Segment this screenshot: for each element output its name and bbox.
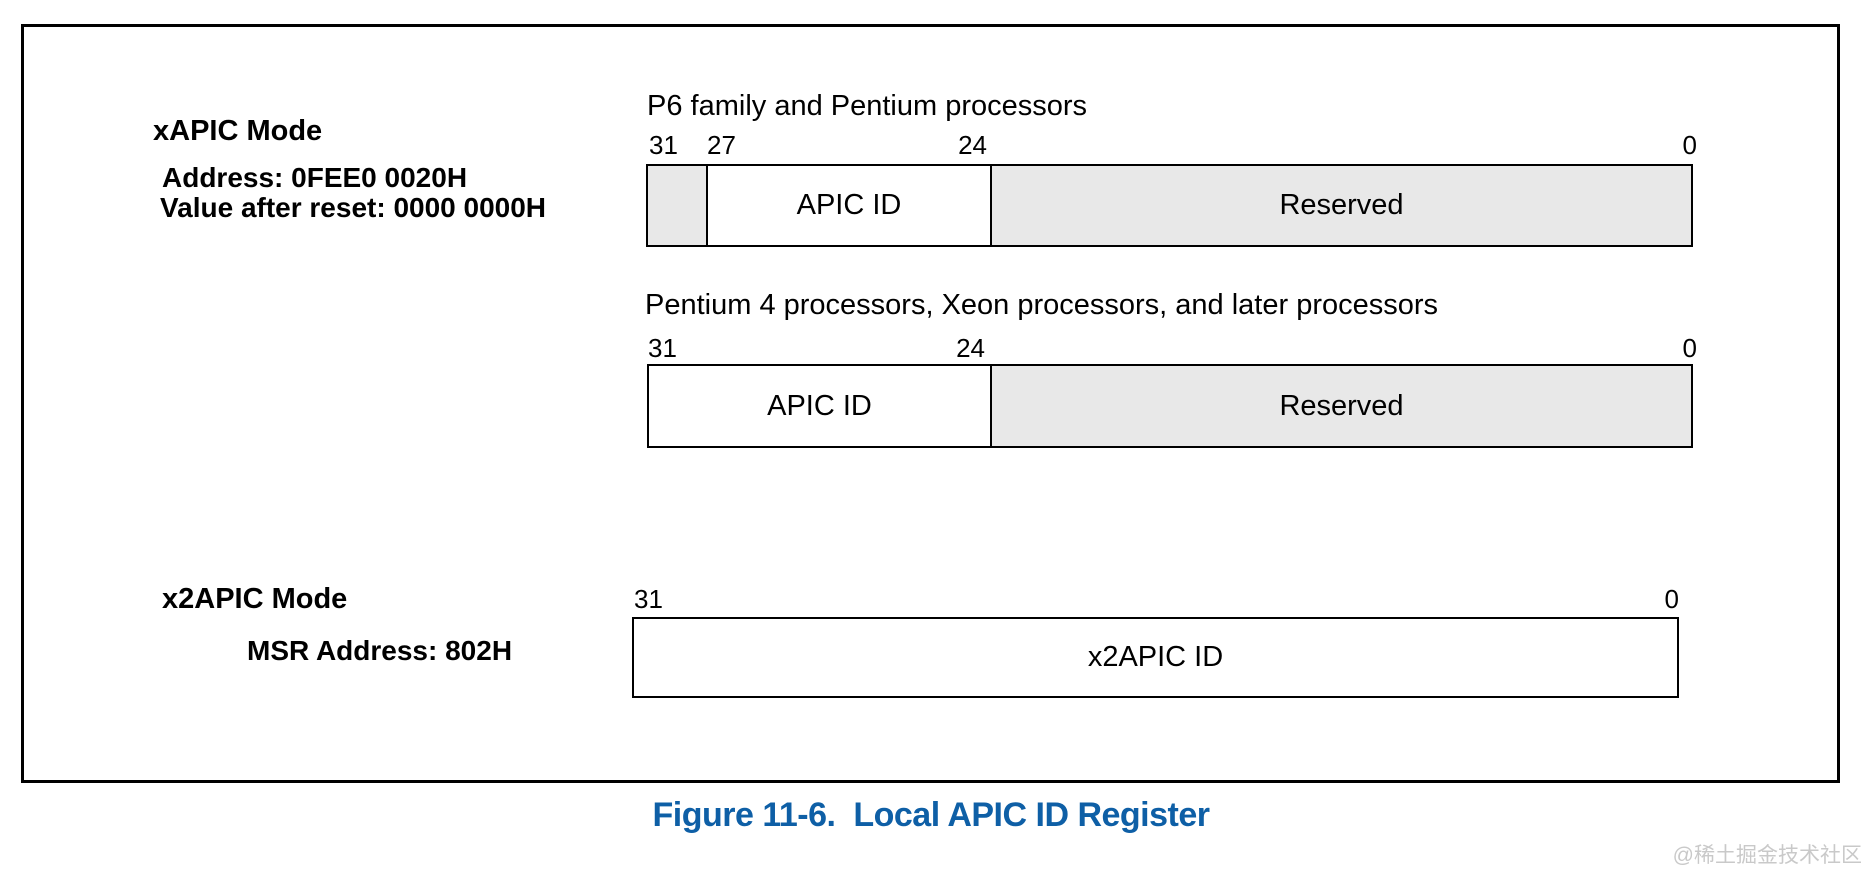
bit-label-31: 31 [648, 333, 677, 363]
xapic-mode-label: xAPIC Mode [153, 115, 323, 147]
register-p6-field-apic-id: APIC ID [708, 166, 992, 245]
bit-label-31: 31 [649, 130, 678, 160]
register-x2apic-field-id: x2APIC ID [1087, 641, 1224, 673]
register-p6-field-reserved: Reserved [992, 166, 1691, 245]
bit-label-0: 0 [1664, 584, 1679, 614]
x2apic-msr-address-label: MSR Address: 802H [247, 635, 513, 666]
bit-label-31: 31 [634, 584, 663, 614]
register-x2apic-box: x2APIC ID [632, 617, 1679, 698]
register-p4-field-apic-id: APIC ID [649, 366, 992, 446]
bit-label-27: 27 [707, 130, 736, 160]
bit-label-24: 24 [958, 130, 987, 160]
figure-caption: Figure 11-6. Local APIC ID Register [652, 796, 1210, 834]
xapic-reset-value-label: Value after reset: 0000 0000H [160, 192, 547, 223]
register-p4-title: Pentium 4 processors, Xeon processors, a… [645, 289, 1439, 321]
register-p6-box: APIC ID Reserved [646, 164, 1693, 247]
xapic-address-label: Address: 0FEE0 0020H [162, 162, 468, 193]
register-p4-box: APIC ID Reserved [647, 364, 1693, 448]
watermark: @稀土掘金技术社区 [1672, 844, 1862, 867]
bit-label-24: 24 [956, 333, 985, 363]
register-p6-field-reserved-upper [648, 166, 708, 245]
register-p6-title: P6 family and Pentium processors [647, 90, 1088, 122]
bit-label-0: 0 [1682, 130, 1697, 160]
x2apic-mode-label: x2APIC Mode [162, 583, 348, 615]
register-p4-field-reserved: Reserved [992, 366, 1691, 446]
bit-label-0: 0 [1682, 333, 1697, 363]
